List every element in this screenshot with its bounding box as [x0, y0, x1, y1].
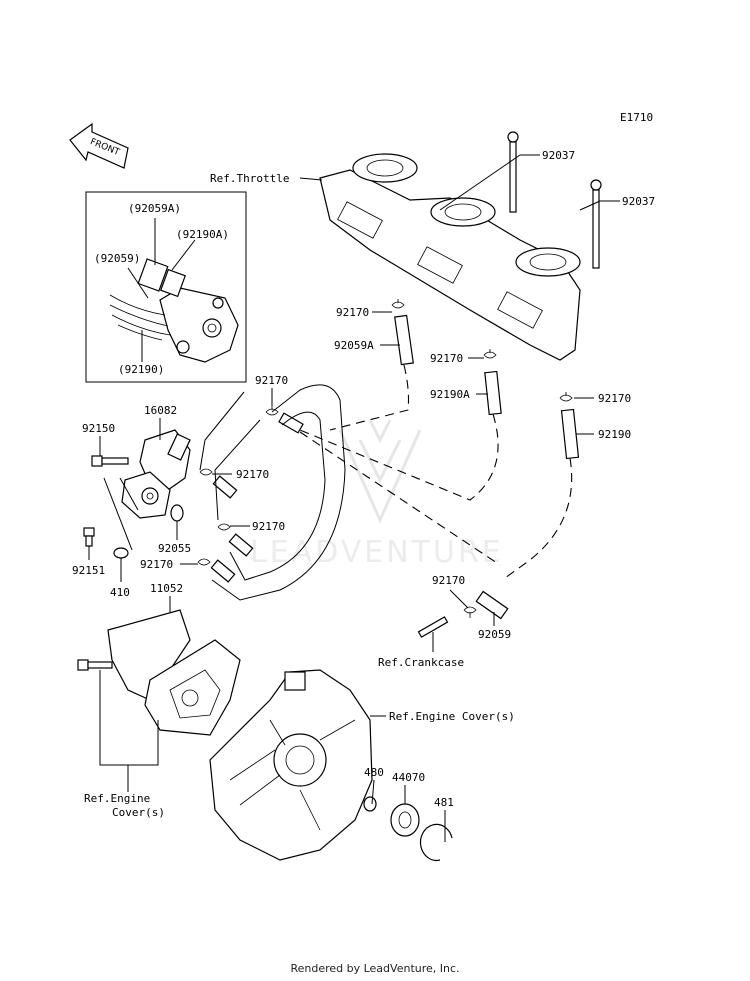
watermark-logo: LEADVENTURE	[250, 419, 504, 570]
label-inset-92190: (92190)	[118, 363, 164, 376]
label-92037-b: 92037	[622, 195, 655, 208]
label-92170-5: 92170	[236, 468, 269, 481]
label-ref-engine-cover-left-2: Cover(s)	[112, 806, 165, 819]
bracket-11052	[77, 609, 191, 701]
label-92170-4: 92170	[255, 374, 288, 387]
label-16082: 16082	[144, 404, 177, 417]
label-92059: 92059	[478, 628, 511, 641]
circlip-481	[419, 823, 453, 862]
footer-credit: Rendered by LeadVenture, Inc.	[290, 962, 460, 975]
inset-box	[85, 191, 247, 383]
bearing-44070	[390, 803, 420, 837]
hose-92059	[475, 590, 509, 620]
label-ref-engine-cover-left-1: Ref.Engine	[84, 792, 150, 805]
bolt-92150	[91, 455, 129, 467]
label-480: 480	[364, 766, 384, 779]
watermark-text: LEADVENTURE	[250, 535, 504, 570]
label-92170-7: 92170	[140, 558, 173, 571]
clip-92170-icon	[197, 299, 573, 618]
oil-pump-16082	[121, 429, 191, 519]
label-ref-engine-cover-right: Ref.Engine Cover(s)	[389, 710, 515, 723]
label-92170-6: 92170	[252, 520, 285, 533]
label-92190A: 92190A	[430, 388, 470, 401]
bolt-92151	[83, 527, 95, 547]
inset-pump-detail	[109, 258, 239, 363]
label-92150: 92150	[82, 422, 115, 435]
label-11052: 11052	[150, 582, 183, 595]
label-92170-2: 92170	[430, 352, 463, 365]
label-44070: 44070	[392, 771, 425, 784]
cover-plate	[144, 639, 241, 736]
hose-92190	[560, 408, 580, 460]
label-inset-92059: (92059)	[94, 252, 140, 265]
front-arrow-icon: FRONT	[69, 122, 129, 169]
diagram-code: E1710	[620, 111, 653, 124]
label-92190: 92190	[598, 428, 631, 441]
washer-410	[113, 547, 129, 559]
label-92170-8: 92170	[432, 574, 465, 587]
label-92170-1: 92170	[336, 306, 369, 319]
hose-92059A	[394, 314, 414, 366]
bolt-92037-a	[507, 131, 519, 213]
hose-92190A	[484, 370, 502, 416]
bolt-92037-b	[590, 179, 602, 269]
crankcase-fitting	[417, 616, 449, 638]
label-410: 410	[110, 586, 130, 599]
label-inset-92190A: (92190A)	[176, 228, 229, 241]
label-ref-crankcase: Ref.Crankcase	[378, 656, 464, 669]
label-481: 481	[434, 796, 454, 809]
throttle-manifold	[319, 153, 581, 361]
oring-480	[363, 796, 377, 812]
label-ref-throttle: Ref.Throttle	[210, 172, 289, 185]
label-92055: 92055	[158, 542, 191, 555]
label-92170-3: 92170	[598, 392, 631, 405]
engine-cover	[209, 669, 373, 861]
label-inset-92059A: (92059A)	[128, 202, 181, 215]
label-92037-a: 92037	[542, 149, 575, 162]
oring-92055	[170, 504, 184, 522]
label-92059A: 92059A	[334, 339, 374, 352]
label-92151: 92151	[72, 564, 105, 577]
